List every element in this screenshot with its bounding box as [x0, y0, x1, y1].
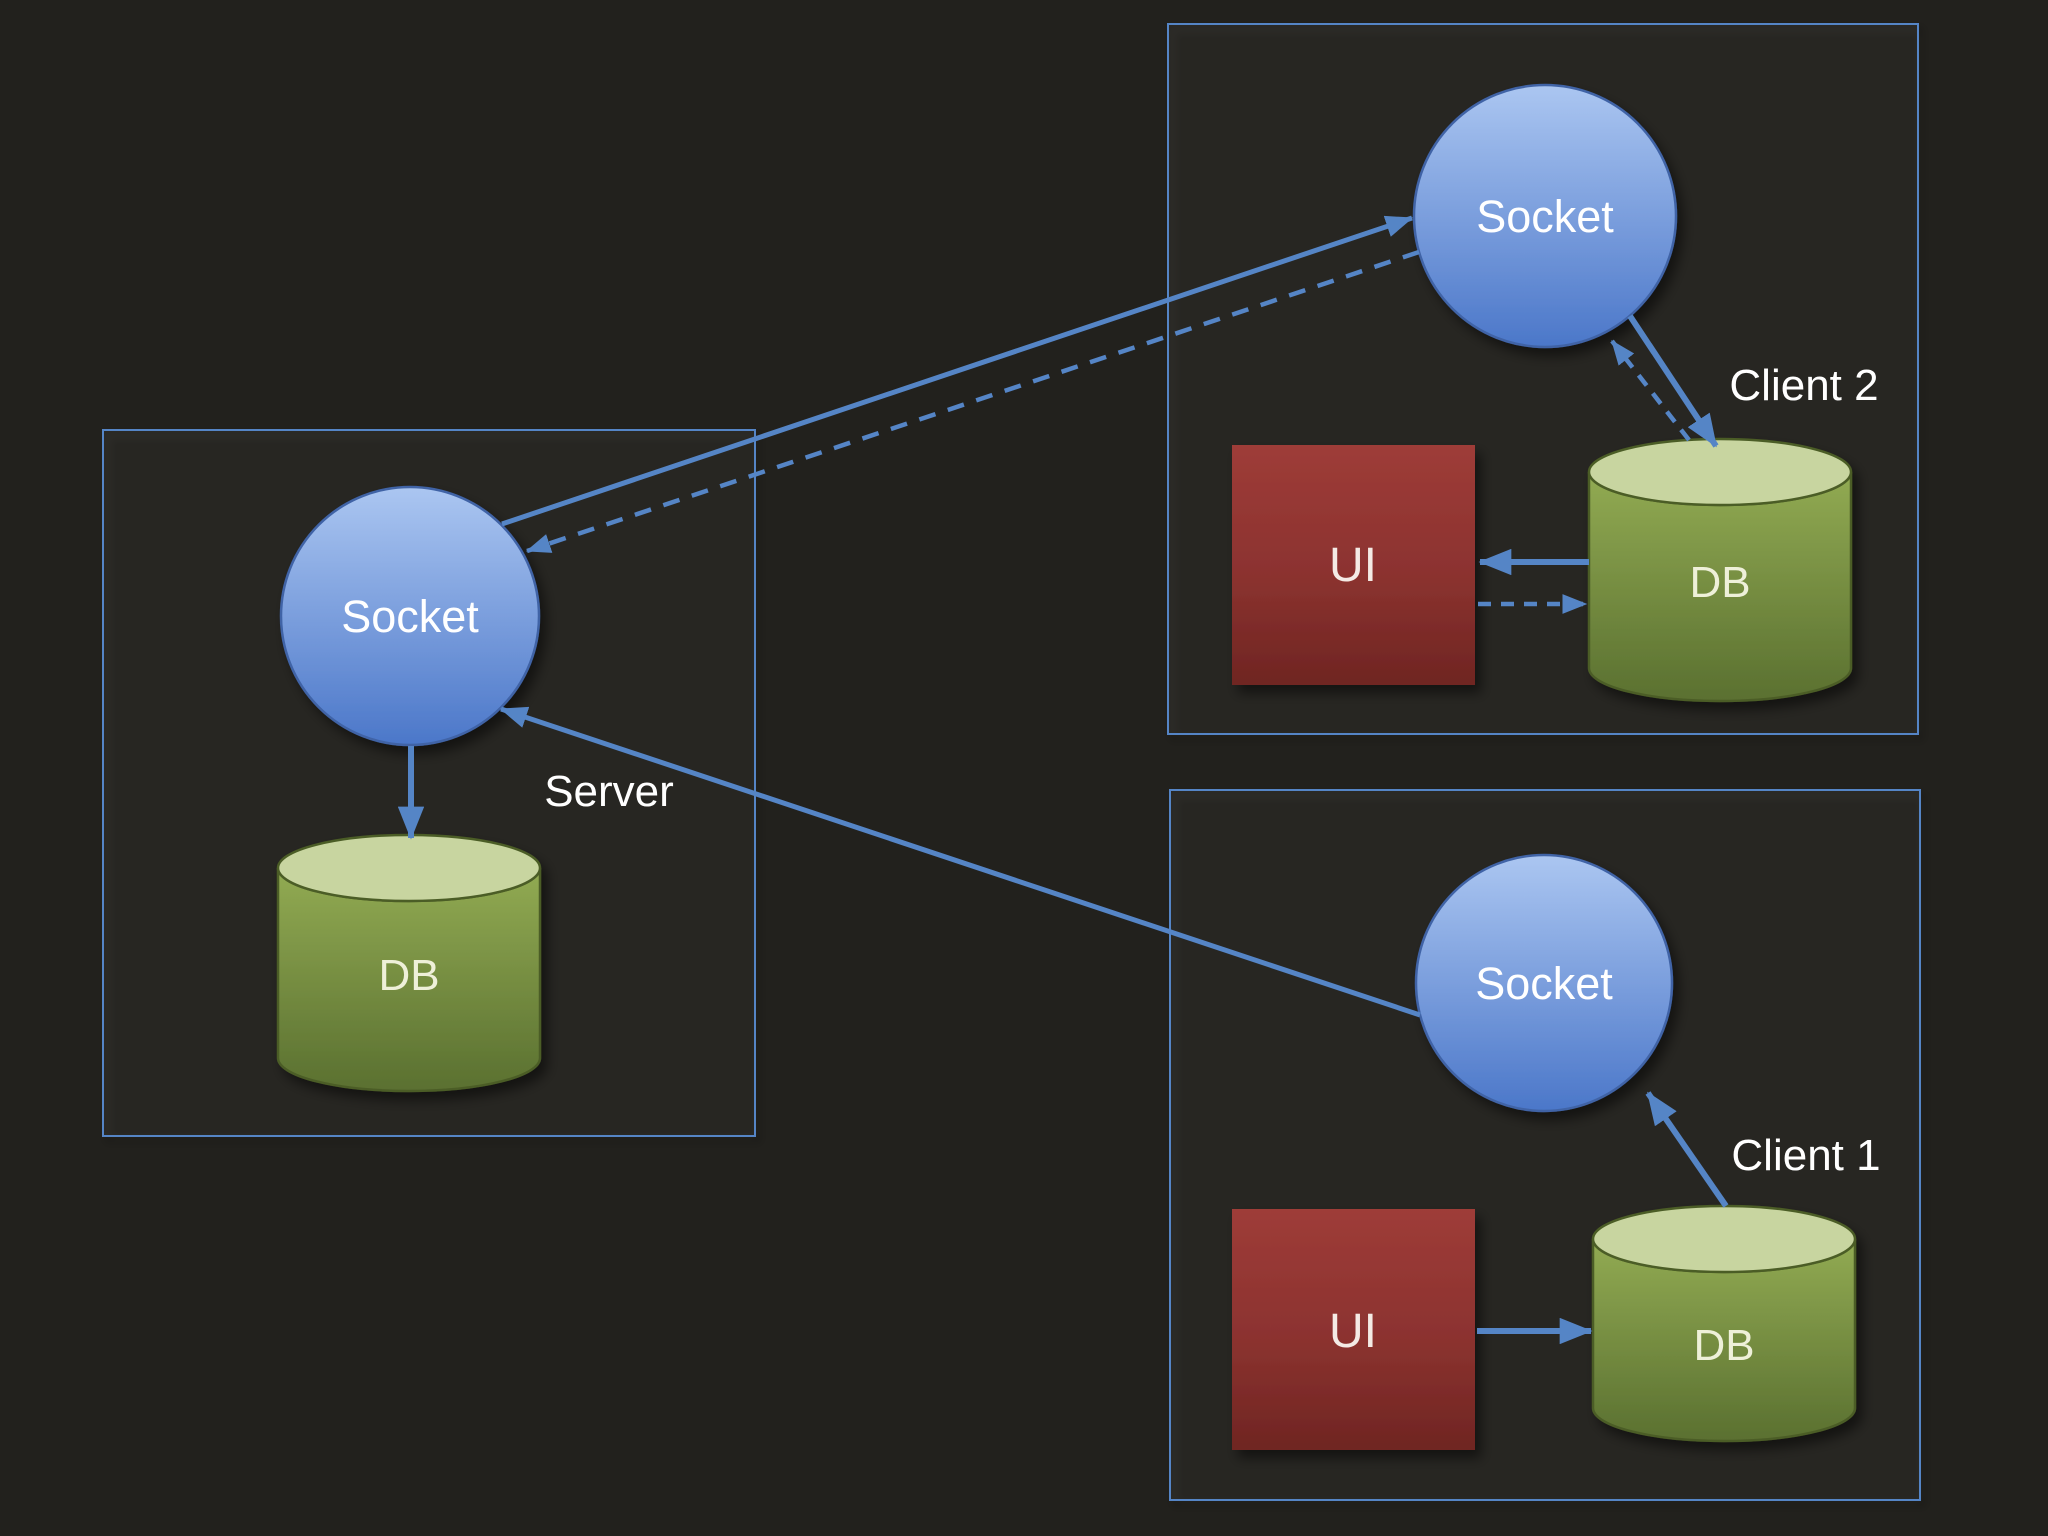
client1-ui-shape — [1232, 1209, 1475, 1450]
cylinder-lid — [1591, 1204, 1857, 1274]
conn-server-socket-to-client2-socket — [501, 215, 1414, 527]
client1-socket-shape — [1414, 853, 1674, 1113]
server-db-shape — [276, 833, 542, 1093]
conn-client1-socket-to-server-socket — [499, 706, 1421, 1018]
client2-db-label: DB — [1689, 558, 1750, 607]
server-socket-label: Socket — [341, 591, 479, 642]
conn-client2-socket-to-client2-db — [1627, 314, 1719, 448]
server-group-label: Server — [544, 767, 674, 816]
client1-db-label: DB — [1693, 1321, 1754, 1370]
server-db-label: DB — [378, 951, 439, 1000]
client1-db-shape — [1591, 1204, 1857, 1443]
client2-group-frame — [1167, 23, 1919, 735]
cylinder-lid — [1587, 437, 1853, 507]
client1-group-frame — [1169, 789, 1921, 1501]
conn-client2-db-to-client2-socket — [1610, 339, 1691, 442]
client1-group-label: Client 1 — [1731, 1131, 1880, 1180]
client1-ui-label: UI — [1329, 1305, 1377, 1358]
client1-socket-label: Socket — [1475, 958, 1613, 1009]
conn-client1-db-to-client1-socket — [1645, 1091, 1729, 1208]
server-socket-shape — [279, 485, 541, 747]
cylinder-lid — [276, 833, 542, 903]
client2-socket-shape — [1412, 83, 1678, 349]
conn-client2-socket-to-server-socket — [525, 249, 1420, 554]
client2-ui-shape — [1232, 445, 1475, 685]
client2-db-shape — [1587, 437, 1853, 703]
server-group-frame — [102, 429, 756, 1137]
client2-ui-label: UI — [1329, 539, 1377, 592]
client2-socket-label: Socket — [1476, 191, 1614, 242]
client2-group-label: Client 2 — [1729, 361, 1878, 410]
